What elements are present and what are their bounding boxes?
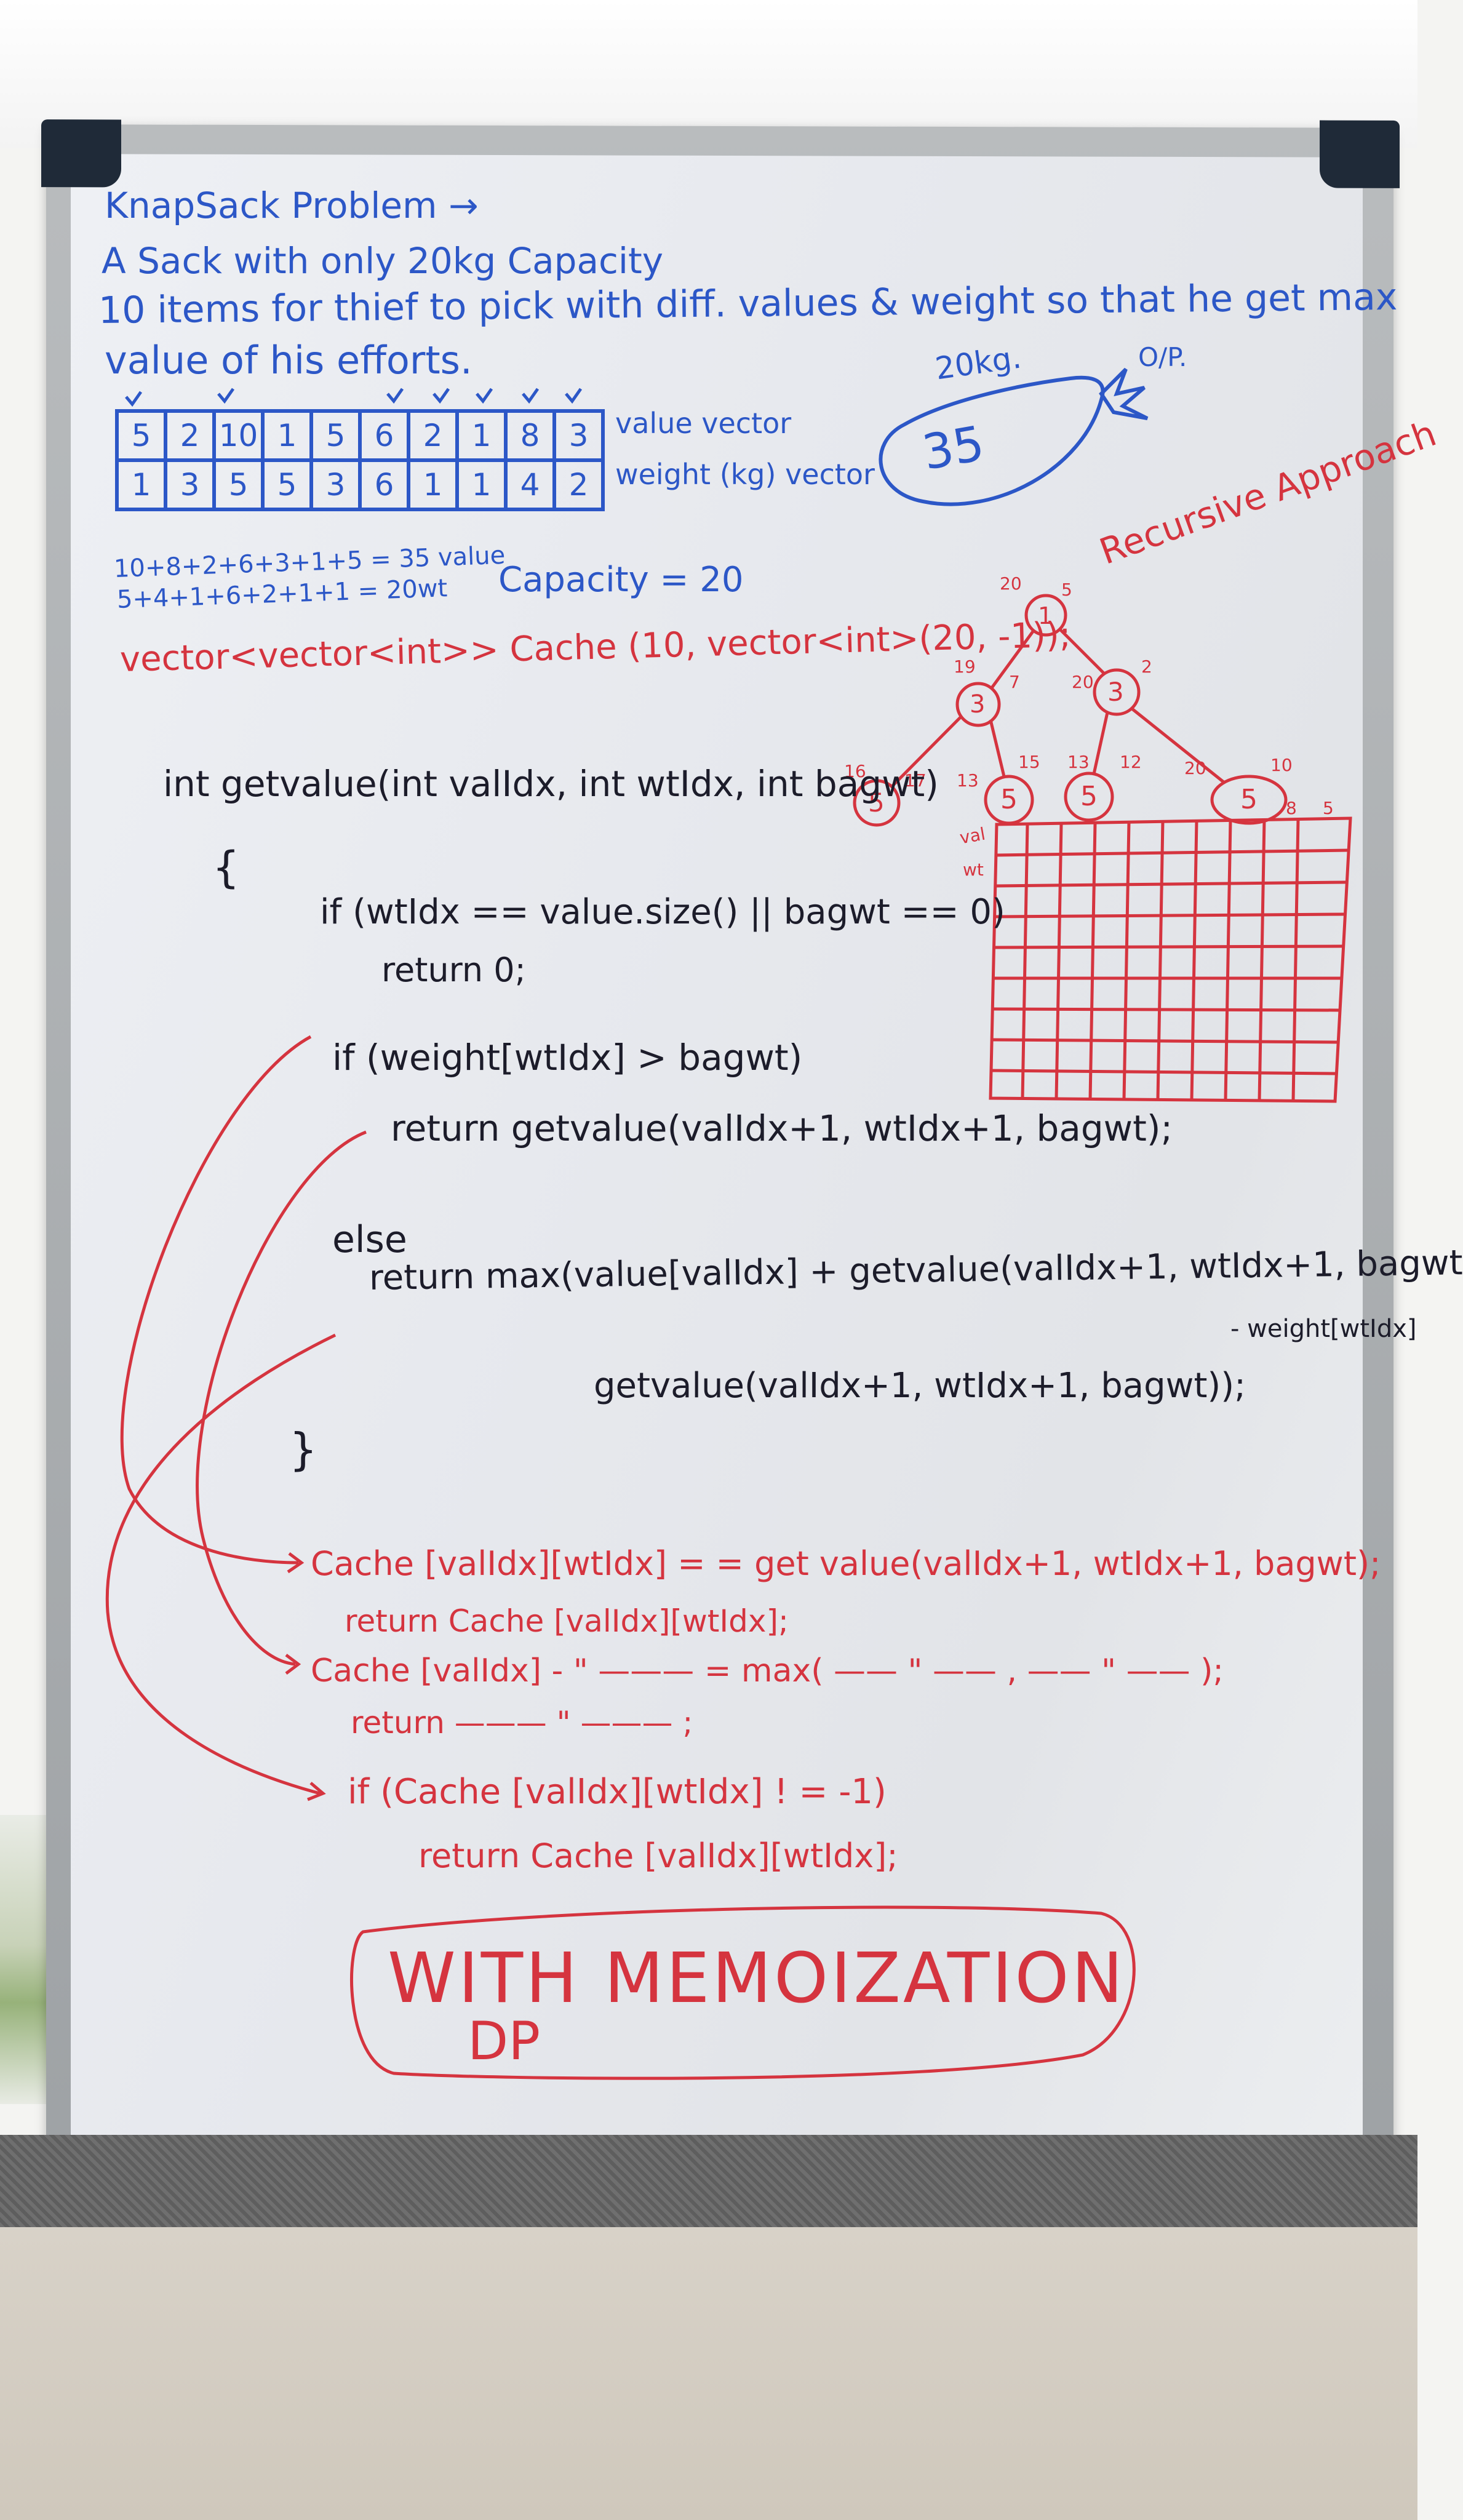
edge-label: 5 [1061,580,1072,600]
weight-cell: 1 [131,467,151,503]
edge-label: 15 [1018,752,1040,772]
edge-label: 2 [1141,656,1152,677]
code-if-base: if (wtIdx == value.size() || bagwt == 0) [320,892,1005,932]
edge-label: 17 [904,770,927,791]
code-open-brace: { [212,842,240,893]
edge-label: 16 [844,761,866,781]
weight-cell: 1 [423,467,443,503]
edge-label: 10 [1270,755,1293,775]
weight-cell: 6 [374,467,394,503]
weight-cell: 5 [228,467,249,503]
value-cell: 6 [374,418,394,453]
edge-label: 7 [1009,672,1020,692]
value-cell: 5 [131,418,151,453]
value-cell: 5 [325,418,346,453]
ledge-face [0,2227,1417,2520]
code-getvalue-exclude: getvalue(valIdx+1, wtIdx+1, bagwt)); [594,1366,1246,1406]
edge-label: 20 [1072,672,1094,692]
weight-cell: 3 [180,467,200,503]
code-signature: int getvalue(int valIdx, int wtIdx, int … [163,763,939,805]
value-cell: 1 [277,418,297,453]
edge-label: 8 [1286,798,1297,818]
weight-cell: 1 [471,467,492,503]
weight-cell: 2 [568,467,589,503]
window-ledge [0,2135,1417,2227]
memo-return-cached: return Cache [valIdx][wtIdx]; [418,1836,898,1875]
value-vector-label: value vector [615,407,792,440]
edge-label: 13 [1067,752,1090,772]
edge-label: 5 [1323,798,1334,818]
weight-cell: 5 [277,467,297,503]
banner-title: WITH MEMOIZATION [388,1939,1126,2019]
code-return-skip: return getvalue(valIdx+1, wtIdx+1, bagwt… [391,1107,1173,1149]
memo-check-line: if (Cache [valIdx][wtIdx] ! = -1) [348,1772,887,1812]
tree-node: 1 [1038,602,1053,629]
banner-subtitle: DP [468,2011,541,2072]
value-cell: 3 [568,418,589,453]
memo-return-line: return Cache [valIdx][wtIdx]; [345,1603,789,1639]
problem-line-3: value of his efforts. [105,338,472,383]
tree-node: 5 [868,788,885,818]
code-return-zero: return 0; [381,951,526,989]
value-cell: 8 [520,418,540,453]
edge-label: 20 [1184,758,1206,778]
value-cell: 2 [180,418,200,453]
code-minus-weight: - weight[wtIdx] [1230,1315,1417,1343]
grid-row-head: wt [963,859,984,880]
memo-max-line: Cache [valIdx] - " ——— = max( —— " —— , … [311,1653,1224,1689]
banner-outline [350,1905,1136,2080]
tree-node: 5 [1240,784,1258,815]
problem-line-1: A Sack with only 20kg Capacity [102,240,664,282]
weight-row: 1 3 5 5 3 6 1 1 4 2 [117,460,603,509]
value-cell: 10 [218,418,258,453]
capacity-line: Capacity = 20 [498,560,744,600]
value-row: 5 2 10 1 5 6 2 1 8 3 [117,411,603,460]
tree-node: 5 [1000,784,1018,815]
sack-output-label: O/P. [1138,342,1187,372]
code-else: else [332,1218,407,1261]
weight-cell: 4 [520,467,540,503]
memo-arrows [105,1035,367,1801]
edge-label: 13 [957,770,979,791]
value-weight-table [115,388,605,511]
edge-label: 12 [1120,752,1142,772]
code-close-brace: } [289,1424,317,1475]
weight-vector-label: weight (kg) vector [615,458,875,491]
wall-background [0,0,1417,148]
sack-drawing [879,367,1149,506]
edge-label: 19 [954,656,976,677]
edge-label: 20 [1000,573,1022,594]
value-cell: 2 [423,418,443,453]
memo-return-short: return ——— " ——— ; [351,1705,693,1740]
recursion-tree-and-cache-grid [853,594,1352,1103]
tree-node: 3 [970,690,986,719]
memo-store-line: Cache [valIdx][wtIdx] = = get value(valI… [311,1544,1381,1583]
weight-cell: 3 [325,467,346,503]
title: KnapSack Problem → [105,185,479,226]
value-cell: 1 [471,418,492,453]
tree-node: 5 [1080,781,1098,812]
tree-node: 3 [1107,677,1124,707]
code-if-weight: if (weight[wtIdx] > bagwt) [332,1037,803,1079]
